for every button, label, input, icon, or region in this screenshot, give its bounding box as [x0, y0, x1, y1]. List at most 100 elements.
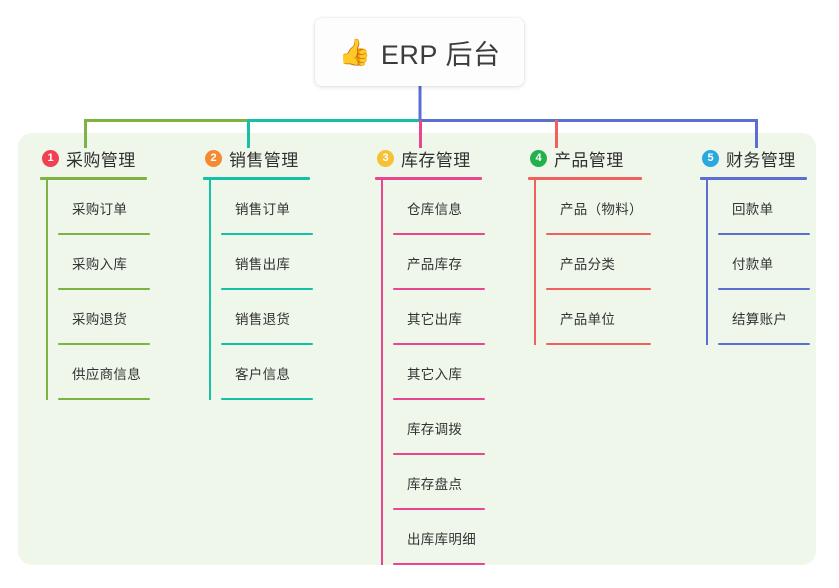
- branch-item-underline: [393, 508, 485, 510]
- branch-item[interactable]: 其它入库: [393, 345, 485, 400]
- branch-underline: [40, 177, 147, 180]
- branch-item[interactable]: 其它出库: [393, 290, 485, 345]
- branch-label: 采购管理: [66, 150, 136, 170]
- branch-number-badge: 3: [377, 149, 394, 167]
- branch-header[interactable]: 2 销售管理: [203, 146, 310, 170]
- branch-header[interactable]: 3 库存管理: [375, 146, 482, 170]
- branch-item[interactable]: 产品库存: [393, 235, 485, 290]
- branch-column: 3 库存管理仓库信息产品库存其它出库其它入库库存调拨库存盘点出库库明细: [375, 146, 485, 565]
- root-node[interactable]: 👍 ERP 后台: [315, 18, 524, 86]
- branch-item[interactable]: 出库库明细: [393, 510, 485, 565]
- branch-item-label: 出库库明细: [407, 531, 476, 547]
- branch-spine: [46, 180, 48, 400]
- branch-item-label: 其它入库: [407, 366, 463, 382]
- branch-items: 销售订单销售出库销售退货客户信息: [203, 180, 313, 400]
- branch-item-label: 产品单位: [560, 311, 616, 327]
- branch-item-underline: [393, 453, 485, 455]
- branch-item-label: 产品分类: [560, 256, 616, 272]
- branch-item[interactable]: 客户信息: [221, 345, 313, 400]
- branch-item-underline: [718, 288, 810, 290]
- branch-item-underline: [546, 288, 651, 290]
- branch-item-underline: [58, 288, 150, 290]
- branch-item[interactable]: 付款单: [718, 235, 810, 290]
- branch-item[interactable]: 销售出库: [221, 235, 313, 290]
- branch-spine: [706, 180, 708, 345]
- branch-item[interactable]: 销售退货: [221, 290, 313, 345]
- branch-item-label: 采购订单: [72, 201, 128, 217]
- branch-item-label: 客户信息: [235, 366, 291, 382]
- branch-column: 2 销售管理销售订单销售出库销售退货客户信息: [203, 146, 313, 400]
- branch-item-underline: [221, 398, 313, 400]
- branch-item[interactable]: 仓库信息: [393, 180, 485, 235]
- thumbs-up-icon: 👍: [338, 37, 371, 67]
- branch-item-underline: [393, 343, 485, 345]
- branch-item-underline: [393, 233, 485, 235]
- branch-item-label: 付款单: [732, 256, 774, 272]
- branch-item[interactable]: 结算账户: [718, 290, 810, 345]
- branch-item-underline: [718, 343, 810, 345]
- branch-items: 仓库信息产品库存其它出库其它入库库存调拨库存盘点出库库明细: [375, 180, 485, 565]
- branch-item-underline: [58, 343, 150, 345]
- branch-item-underline: [546, 343, 651, 345]
- branch-item[interactable]: 采购订单: [58, 180, 150, 235]
- branch-item[interactable]: 产品单位: [546, 290, 651, 345]
- branch-item[interactable]: 销售订单: [221, 180, 313, 235]
- root-title: ERP 后台: [380, 39, 501, 70]
- branch-underline: [203, 177, 310, 180]
- branch-item-label: 销售订单: [235, 201, 291, 217]
- branch-number-badge: 2: [205, 149, 222, 167]
- branch-item-label: 回款单: [732, 201, 774, 217]
- branch-item-underline: [393, 398, 485, 400]
- board-panel: [18, 133, 816, 565]
- branch-item-underline: [393, 288, 485, 290]
- branch-item[interactable]: 回款单: [718, 180, 810, 235]
- branch-number-badge: 1: [42, 149, 59, 167]
- branch-item-label: 产品（物料）: [560, 201, 643, 217]
- branch-spine: [534, 180, 536, 345]
- branch-item[interactable]: 产品分类: [546, 235, 651, 290]
- branch-item[interactable]: 供应商信息: [58, 345, 150, 400]
- branch-item[interactable]: 库存盘点: [393, 455, 485, 510]
- branch-underline: [528, 177, 642, 180]
- branch-item-label: 供应商信息: [72, 366, 141, 382]
- branch-header[interactable]: 4 产品管理: [528, 146, 643, 170]
- branch-item[interactable]: 产品（物料）: [546, 180, 651, 235]
- branch-item[interactable]: 采购入库: [58, 235, 150, 290]
- branch-item-underline: [221, 233, 313, 235]
- branch-column: 4 产品管理产品（物料） 产品分类产品单位: [528, 146, 651, 345]
- branch-item[interactable]: 库存调拨: [393, 400, 485, 455]
- branch-item-label: 库存盘点: [407, 476, 463, 492]
- branch-item-label: 其它出库: [407, 311, 463, 327]
- branch-item[interactable]: 采购退货: [58, 290, 150, 345]
- branch-column: 1 采购管理采购订单采购入库采购退货供应商信息: [40, 146, 150, 400]
- branch-label: 销售管理: [229, 150, 299, 170]
- branch-label: 财务管理: [726, 150, 796, 170]
- branch-header[interactable]: 1 采购管理: [40, 146, 147, 170]
- branch-items: 采购订单采购入库采购退货供应商信息: [40, 180, 150, 400]
- branch-item-label: 采购退货: [72, 311, 128, 327]
- branch-label: 库存管理: [401, 150, 471, 170]
- branch-item-underline: [58, 233, 150, 235]
- branch-item-underline: [546, 233, 651, 235]
- branch-items: 回款单付款单结算账户: [700, 180, 810, 345]
- branch-spine: [381, 180, 383, 565]
- branch-item-label: 仓库信息: [407, 201, 463, 217]
- branch-items: 产品（物料） 产品分类产品单位: [528, 180, 651, 345]
- branch-item-label: 采购入库: [72, 256, 128, 272]
- branch-item-label: 产品库存: [407, 256, 463, 272]
- branch-underline: [375, 177, 482, 180]
- branch-item-underline: [58, 398, 150, 400]
- branch-number-badge: 4: [530, 149, 547, 167]
- branch-item-label: 库存调拨: [407, 421, 463, 437]
- branch-item-underline: [221, 288, 313, 290]
- branch-spine: [209, 180, 211, 400]
- branch-item-underline: [221, 343, 313, 345]
- branch-item-underline: [718, 233, 810, 235]
- branch-label: 产品管理: [554, 150, 624, 170]
- branch-item-label: 销售退货: [235, 311, 291, 327]
- branch-item-underline: [393, 563, 485, 565]
- branch-item-label: 结算账户: [732, 311, 788, 327]
